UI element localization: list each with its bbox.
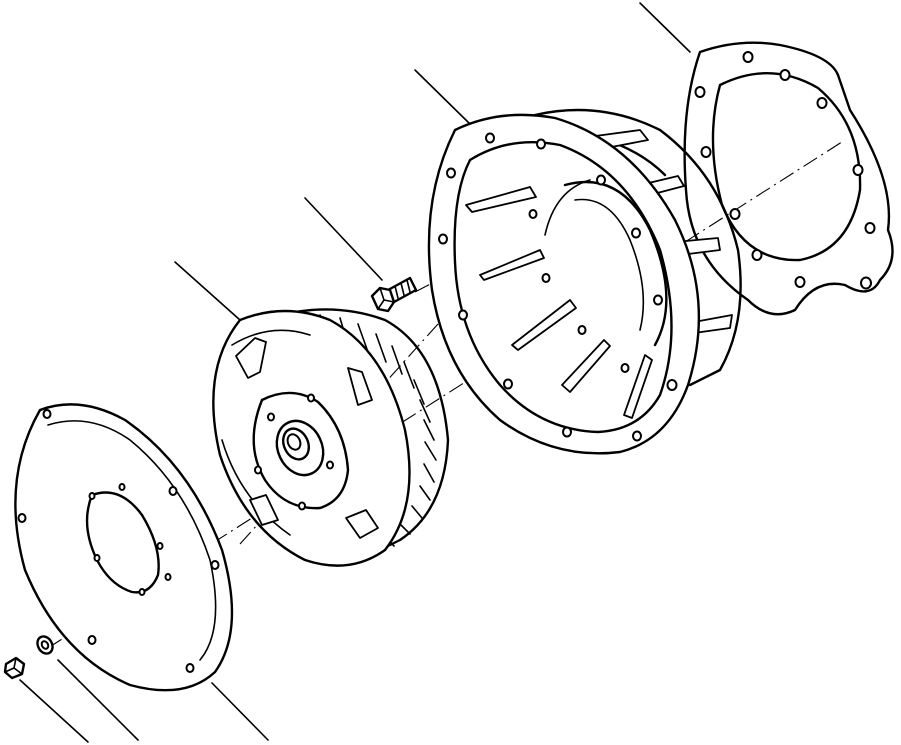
flex-plate-icon xyxy=(14,403,234,692)
gasket-bolt-holes xyxy=(694,51,876,290)
screw-icon xyxy=(3,656,26,680)
leader-line-flex-plate xyxy=(211,682,269,741)
housing-icon xyxy=(427,113,701,455)
flex-plate xyxy=(14,403,234,692)
bolt xyxy=(370,276,418,313)
leader-line-washer xyxy=(57,659,139,741)
gasket xyxy=(683,41,894,316)
housing-bolt-holes xyxy=(438,132,678,442)
leader-line-housing xyxy=(414,69,471,125)
leader-line-screw xyxy=(19,679,89,743)
flex-plate-holes xyxy=(17,409,220,673)
washer-icon xyxy=(36,635,54,655)
bolt-icon xyxy=(370,276,418,313)
leader-line-bolt xyxy=(304,197,383,281)
converter-hub-holes xyxy=(254,393,334,511)
converter-housing xyxy=(427,108,742,455)
washer xyxy=(36,635,54,655)
leader-line-converter xyxy=(174,261,241,321)
leader-lines xyxy=(19,2,691,743)
leader-line-gasket xyxy=(639,2,691,53)
housing-vanes xyxy=(465,186,653,419)
torque-converter xyxy=(212,308,450,567)
gasket-icon xyxy=(683,41,894,316)
cap-screw xyxy=(3,656,26,680)
